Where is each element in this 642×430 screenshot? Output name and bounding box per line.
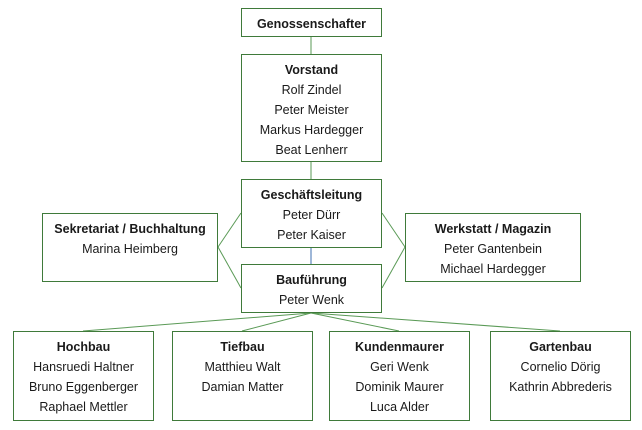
node-geschaeftsleitung: Geschäftsleitung Peter Dürr Peter Kaiser [241, 179, 382, 248]
member: Bruno Eggenberger [28, 380, 139, 394]
node-kundenmaurer: Kundenmaurer Geri Wenk Dominik Maurer Lu… [329, 331, 470, 421]
member: Peter Kaiser [277, 228, 346, 242]
node-title: Sekretariat / Buchhaltung [54, 222, 206, 236]
member: Markus Hardegger [259, 123, 364, 137]
node-sekretariat: Sekretariat / Buchhaltung Marina Heimber… [42, 213, 218, 282]
connector-gl-sekretariat-bottom [217, 246, 242, 289]
node-hochbau: Hochbau Hansruedi Haltner Bruno Eggenber… [13, 331, 154, 421]
node-vorstand: Vorstand Rolf Zindel Peter Meister Marku… [241, 54, 382, 162]
member: Beat Lenherr [275, 143, 348, 157]
member: Hansruedi Haltner [33, 360, 134, 374]
node-werkstatt: Werkstatt / Magazin Peter Gantenbein Mic… [405, 213, 581, 282]
node-title: Hochbau [56, 340, 111, 354]
member: Matthieu Walt [204, 360, 281, 374]
member: Cornelio Dörig [520, 360, 601, 374]
node-baufuehrung: Bauführung Peter Wenk [241, 264, 382, 313]
member: Rolf Zindel [281, 83, 342, 97]
member: Peter Wenk [278, 293, 345, 307]
node-title: Geschäftsleitung [260, 188, 363, 202]
node-title: Kundenmaurer [355, 340, 444, 354]
node-tiefbau: Tiefbau Matthieu Walt Damian Matter [172, 331, 313, 421]
member: Marina Heimberg [82, 242, 178, 256]
member: Peter Dürr [282, 208, 341, 222]
member: Damian Matter [201, 380, 284, 394]
node-genossenschafter: Genossenschafter [241, 8, 382, 37]
member: Kathrin Abbrederis [509, 380, 612, 394]
node-title: Vorstand [284, 63, 339, 77]
node-title: Gartenbau [529, 340, 592, 354]
connector-baufuehrung-hochbau [82, 312, 312, 332]
connector-baufuehrung-kundenmaurer [310, 312, 400, 332]
node-title: Bauführung [276, 273, 347, 287]
node-gartenbau: Gartenbau Cornelio Dörig Kathrin Abbrede… [490, 331, 631, 421]
connector-gl-werkstatt-bottom [381, 246, 406, 289]
member: Raphael Mettler [39, 400, 128, 414]
member: Luca Alder [369, 400, 430, 414]
connector-gl-werkstatt-top [381, 212, 406, 248]
connector-baufuehrung-tiefbau [241, 312, 312, 332]
node-title: Werkstatt / Magazin [434, 222, 552, 236]
member: Michael Hardegger [440, 262, 546, 276]
member: Peter Gantenbein [444, 242, 542, 256]
member: Dominik Maurer [355, 380, 444, 394]
node-title: Tiefbau [220, 340, 265, 354]
connector-baufuehrung-gartenbau [310, 312, 561, 332]
member: Peter Meister [274, 103, 349, 117]
node-title: Genossenschafter [256, 17, 367, 31]
connector-gl-sekretariat-top [217, 212, 242, 248]
member: Geri Wenk [370, 360, 429, 374]
